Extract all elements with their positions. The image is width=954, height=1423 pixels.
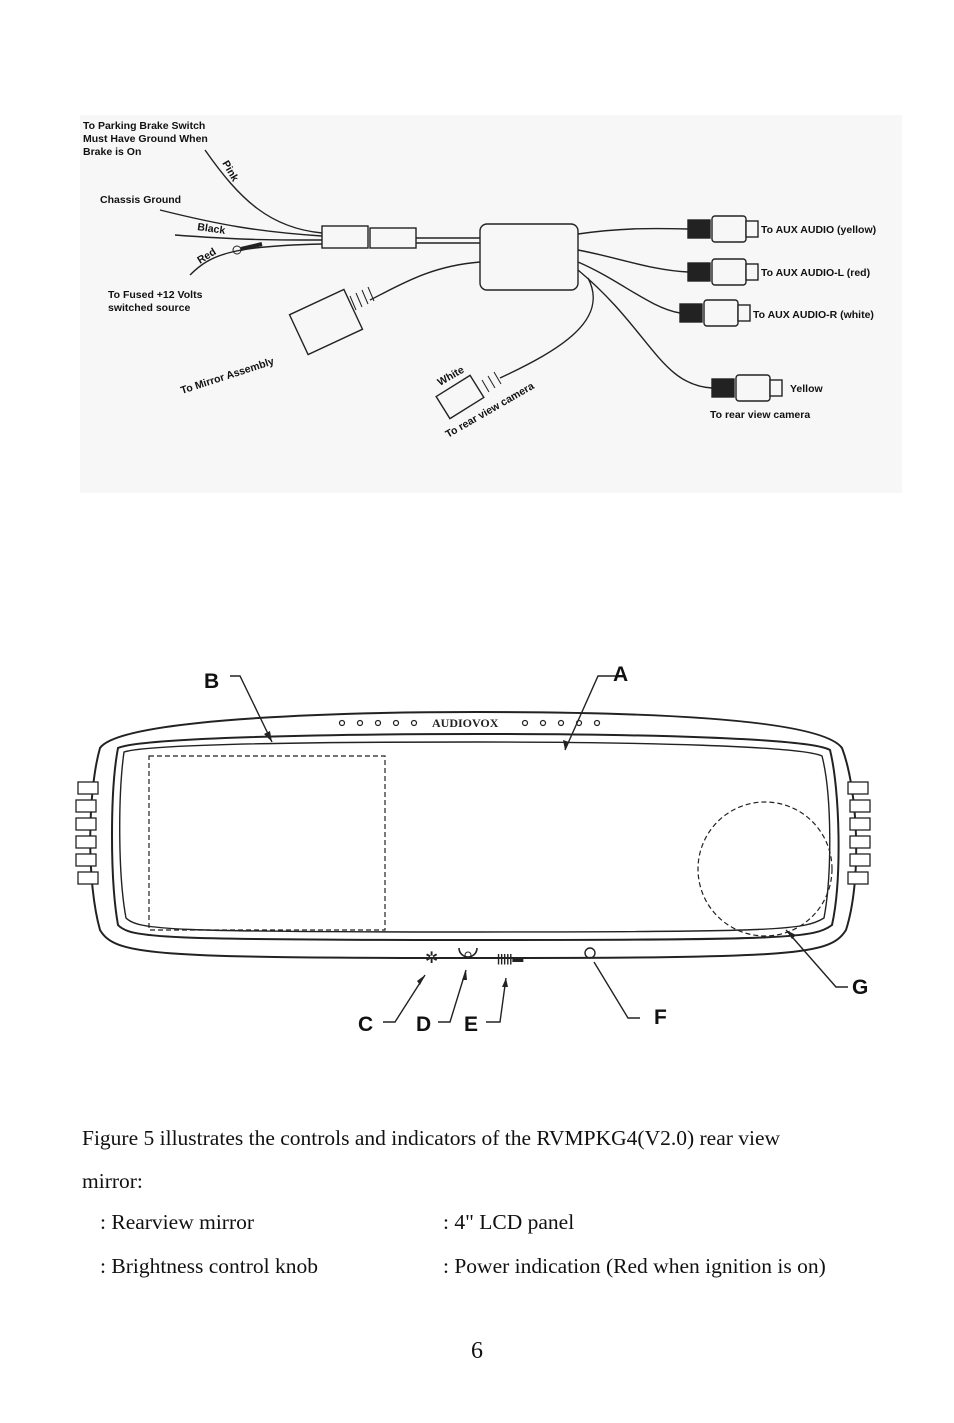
lcd-panel-area bbox=[148, 755, 386, 931]
label-yellow: Yellow bbox=[790, 383, 824, 395]
callout-d: D bbox=[416, 1013, 431, 1036]
brightness-indicator-icon: |||||▬ bbox=[497, 953, 523, 965]
caption-line-2: mirror: bbox=[82, 1169, 143, 1193]
brand-logo: AUDIOVOX bbox=[432, 716, 499, 730]
wiring-diagram: To Parking Brake Switch Must Have Ground… bbox=[80, 115, 902, 493]
label-fused-1: To Fused +12 Volts bbox=[108, 289, 203, 301]
callout-f: F bbox=[654, 1006, 667, 1029]
sun-icon: ✲ bbox=[425, 948, 438, 967]
label-chassis-ground: Chassis Ground bbox=[100, 194, 181, 206]
item-left-1: : Rearview mirror bbox=[100, 1210, 255, 1234]
label-parking-brake-1: To Parking Brake Switch bbox=[83, 120, 205, 132]
callout-b: B bbox=[204, 670, 219, 693]
label-black: Black bbox=[197, 221, 227, 237]
label-rear-cam-right: To rear view camera bbox=[710, 409, 810, 421]
callout-c: C bbox=[358, 1013, 373, 1036]
item-left-2: : Brightness control knob bbox=[100, 1254, 318, 1278]
label-aux-audio-yellow: To AUX AUDIO (yellow) bbox=[761, 224, 876, 236]
mirror-sensor-area bbox=[697, 801, 833, 937]
item-right-2: : Power indication (Red when ignition is… bbox=[443, 1254, 826, 1278]
callout-e: E bbox=[464, 1013, 478, 1036]
callout-a: A bbox=[613, 663, 628, 686]
item-right-1: : 4" LCD panel bbox=[443, 1210, 575, 1234]
label-parking-brake-3: Brake is On bbox=[83, 146, 141, 158]
mirror-diagram: AUDIOVOX ✲ |||||▬ B A C D E F G bbox=[75, 663, 871, 1036]
label-aux-audio-l: To AUX AUDIO-L (red) bbox=[761, 267, 870, 279]
label-fused-2: switched source bbox=[108, 302, 190, 314]
caption-line-1: Figure 5 illustrates the controls and in… bbox=[82, 1126, 781, 1150]
brightness-knob bbox=[458, 947, 478, 958]
label-parking-brake-2: Must Have Ground When bbox=[83, 133, 208, 145]
power-led bbox=[584, 947, 596, 959]
callout-g: G bbox=[852, 976, 868, 999]
page-number: 6 bbox=[471, 1338, 483, 1364]
label-aux-audio-r: To AUX AUDIO-R (white) bbox=[753, 309, 874, 321]
